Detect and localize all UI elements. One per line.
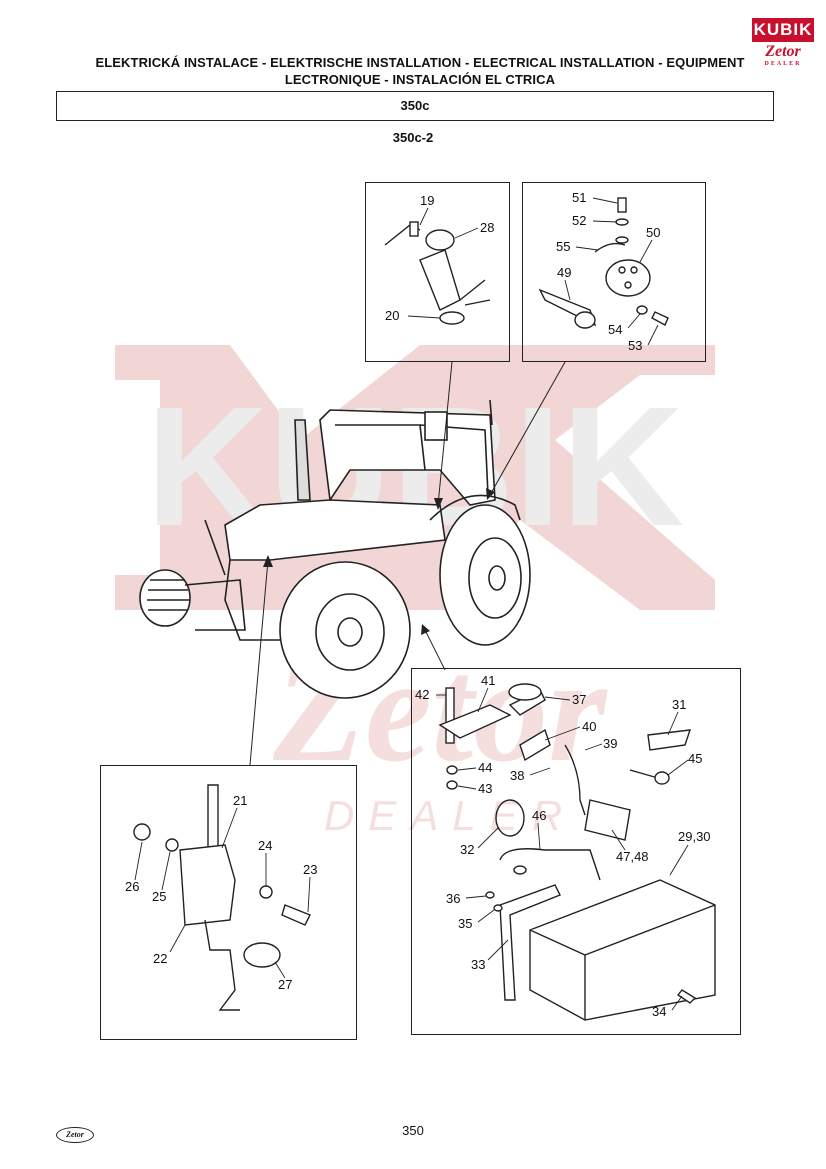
section-header-box: 350c [56,91,774,121]
part-label-54: 54 [608,322,623,337]
logo-zetor-text: Zetor DEALER [752,42,814,67]
logo-dealer-tag: DEALER [764,61,802,67]
part-label-33: 33 [471,957,486,972]
part-label-22: 22 [153,951,168,966]
part-label-41: 41 [481,673,496,688]
part-label-42: 42 [415,687,430,702]
part-label-24: 24 [258,838,273,853]
part-label-43: 43 [478,781,493,796]
part-label-38: 38 [510,768,525,783]
part-label-35: 35 [458,916,473,931]
part-label-29-30: 29,30 [678,829,711,844]
kubik-zetor-logo: KUBIK Zetor DEALER [752,18,814,67]
part-label-46: 46 [532,808,547,823]
logo-zetor-word: Zetor [765,43,801,60]
watermark-dealer: DEALER [324,792,576,839]
part-label-31: 31 [672,697,687,712]
part-label-32: 32 [460,842,475,857]
document-title-line2: LECTRONIQUE - INSTALACIÓN EL CTRICA [284,72,556,87]
part-label-53: 53 [628,338,643,353]
part-label-25: 25 [152,889,167,904]
part-label-55: 55 [556,239,571,254]
inset-top-left [365,182,510,362]
inset-bottom-left [100,765,357,1040]
part-label-45: 45 [688,751,703,766]
part-label-23: 23 [303,862,318,877]
part-label-47-48: 47,48 [616,849,649,864]
logo-kubik-text: KUBIK [752,18,814,42]
footer-zetor-logo: Zetor [56,1127,94,1143]
part-label-20: 20 [385,308,400,323]
part-label-44: 44 [478,760,493,775]
part-label-40: 40 [582,719,597,734]
part-label-36: 36 [446,891,461,906]
part-label-52: 52 [572,213,587,228]
part-label-49: 49 [557,265,572,280]
part-label-51: 51 [572,190,587,205]
inset-bottom-right [411,668,741,1035]
page-number: 350 [402,1123,424,1138]
part-label-50: 50 [646,225,661,240]
subsection-label: 350c-2 [392,130,434,145]
part-label-34: 34 [652,1004,667,1019]
part-label-37: 37 [572,692,587,707]
part-label-39: 39 [603,736,618,751]
part-label-28: 28 [480,220,495,235]
part-label-19: 19 [420,193,435,208]
inset-top-right [522,182,706,362]
part-label-27: 27 [278,977,293,992]
document-title-line1: ELEKTRICKÁ INSTALACE - ELEKTRISCHE INSTA… [95,55,745,70]
part-label-26: 26 [125,879,140,894]
part-label-21: 21 [233,793,248,808]
